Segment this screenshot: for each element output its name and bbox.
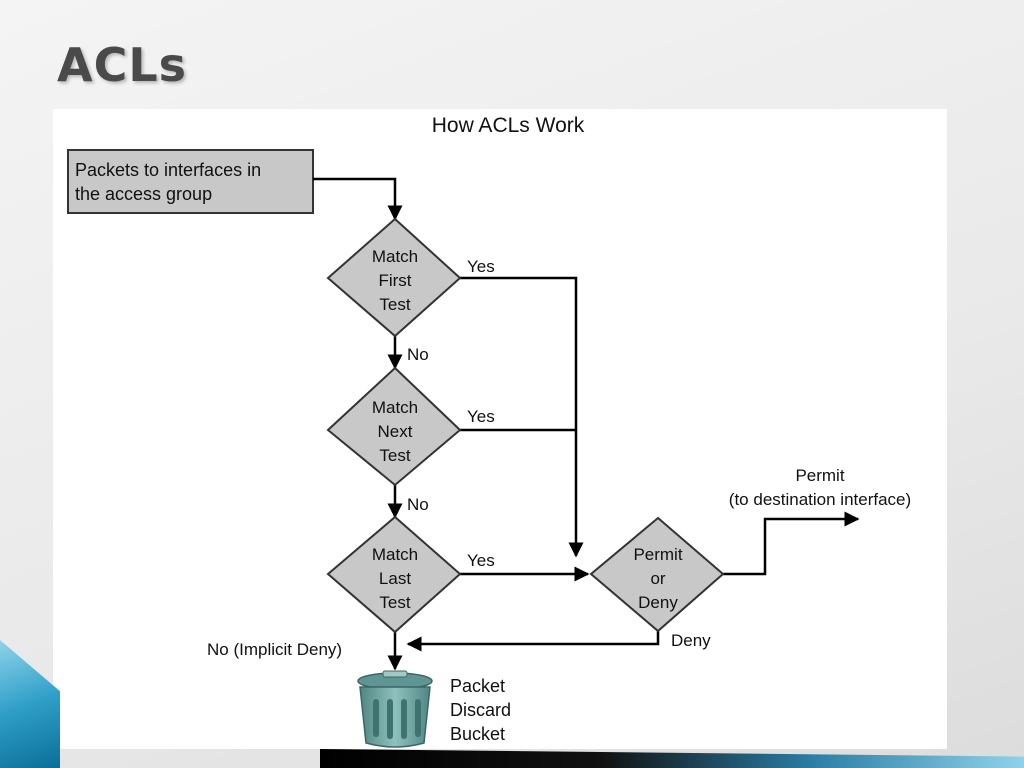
- decision-first-line1: Match: [372, 247, 418, 266]
- decision-first-line2: First: [378, 271, 411, 290]
- decision-last: Match Last Test: [326, 515, 462, 634]
- decision-first-line3: Test: [379, 295, 410, 314]
- trash-bin-icon: [357, 670, 433, 748]
- decision-last-line3: Test: [379, 593, 410, 612]
- decision-permit-deny-line1: Permit: [633, 545, 682, 564]
- decision-last-shape: [326, 515, 462, 634]
- label-permit-destination: (to destination interface): [729, 490, 911, 509]
- label-no-first: No: [407, 345, 429, 364]
- edge-deny: [406, 631, 660, 652]
- label-permit: Permit: [795, 466, 844, 485]
- decision-next-line1: Match: [372, 398, 418, 417]
- start-box: [67, 149, 314, 214]
- edge-start-to-first: [313, 177, 403, 221]
- decision-next-line2: Next: [378, 422, 413, 441]
- start-node: Packets to interfaces in the access grou…: [67, 149, 314, 214]
- label-deny: Deny: [671, 631, 711, 650]
- flow-edges: [313, 177, 860, 671]
- label-yes-first: Yes: [467, 257, 495, 276]
- acl-flowchart: How ACLs Work Packets to interfaces in t…: [67, 114, 911, 748]
- decorative-bottom-bar: [320, 749, 1024, 768]
- label-yes-last: Yes: [467, 551, 495, 570]
- label-no-implicit-deny: No (Implicit Deny): [207, 640, 342, 659]
- bucket-label-line3: Bucket: [450, 724, 505, 744]
- label-no-next: No: [407, 495, 429, 514]
- bucket-label-line1: Packet: [450, 676, 505, 696]
- decision-permit-deny-shape: [589, 516, 725, 633]
- slide-title: ACLs: [57, 38, 188, 92]
- decision-first: Match First Test: [326, 217, 462, 338]
- decision-next: Match Next Test: [326, 366, 462, 487]
- decision-next-line3: Test: [379, 446, 410, 465]
- decision-last-line1: Match: [372, 545, 418, 564]
- decision-permit-deny-line2: or: [650, 569, 665, 588]
- diagram-panel: How ACLs Work Packets to interfaces in t…: [53, 109, 947, 749]
- start-box-line1: Packets to interfaces in: [75, 160, 261, 180]
- diagram-title: How ACLs Work: [432, 114, 585, 137]
- decision-permit-deny-line3: Deny: [638, 593, 678, 612]
- decision-first-shape: [326, 217, 462, 338]
- start-box-line2: the access group: [75, 184, 212, 204]
- decision-last-line2: Last: [379, 569, 411, 588]
- edge-first-yes: [460, 276, 584, 558]
- bucket-label-line2: Discard: [450, 700, 511, 720]
- decision-next-shape: [326, 366, 462, 487]
- decorative-corner-left: [0, 640, 60, 768]
- label-yes-next: Yes: [467, 407, 495, 426]
- edge-permit: [723, 511, 860, 576]
- decision-permit-deny: Permit or Deny: [589, 516, 725, 633]
